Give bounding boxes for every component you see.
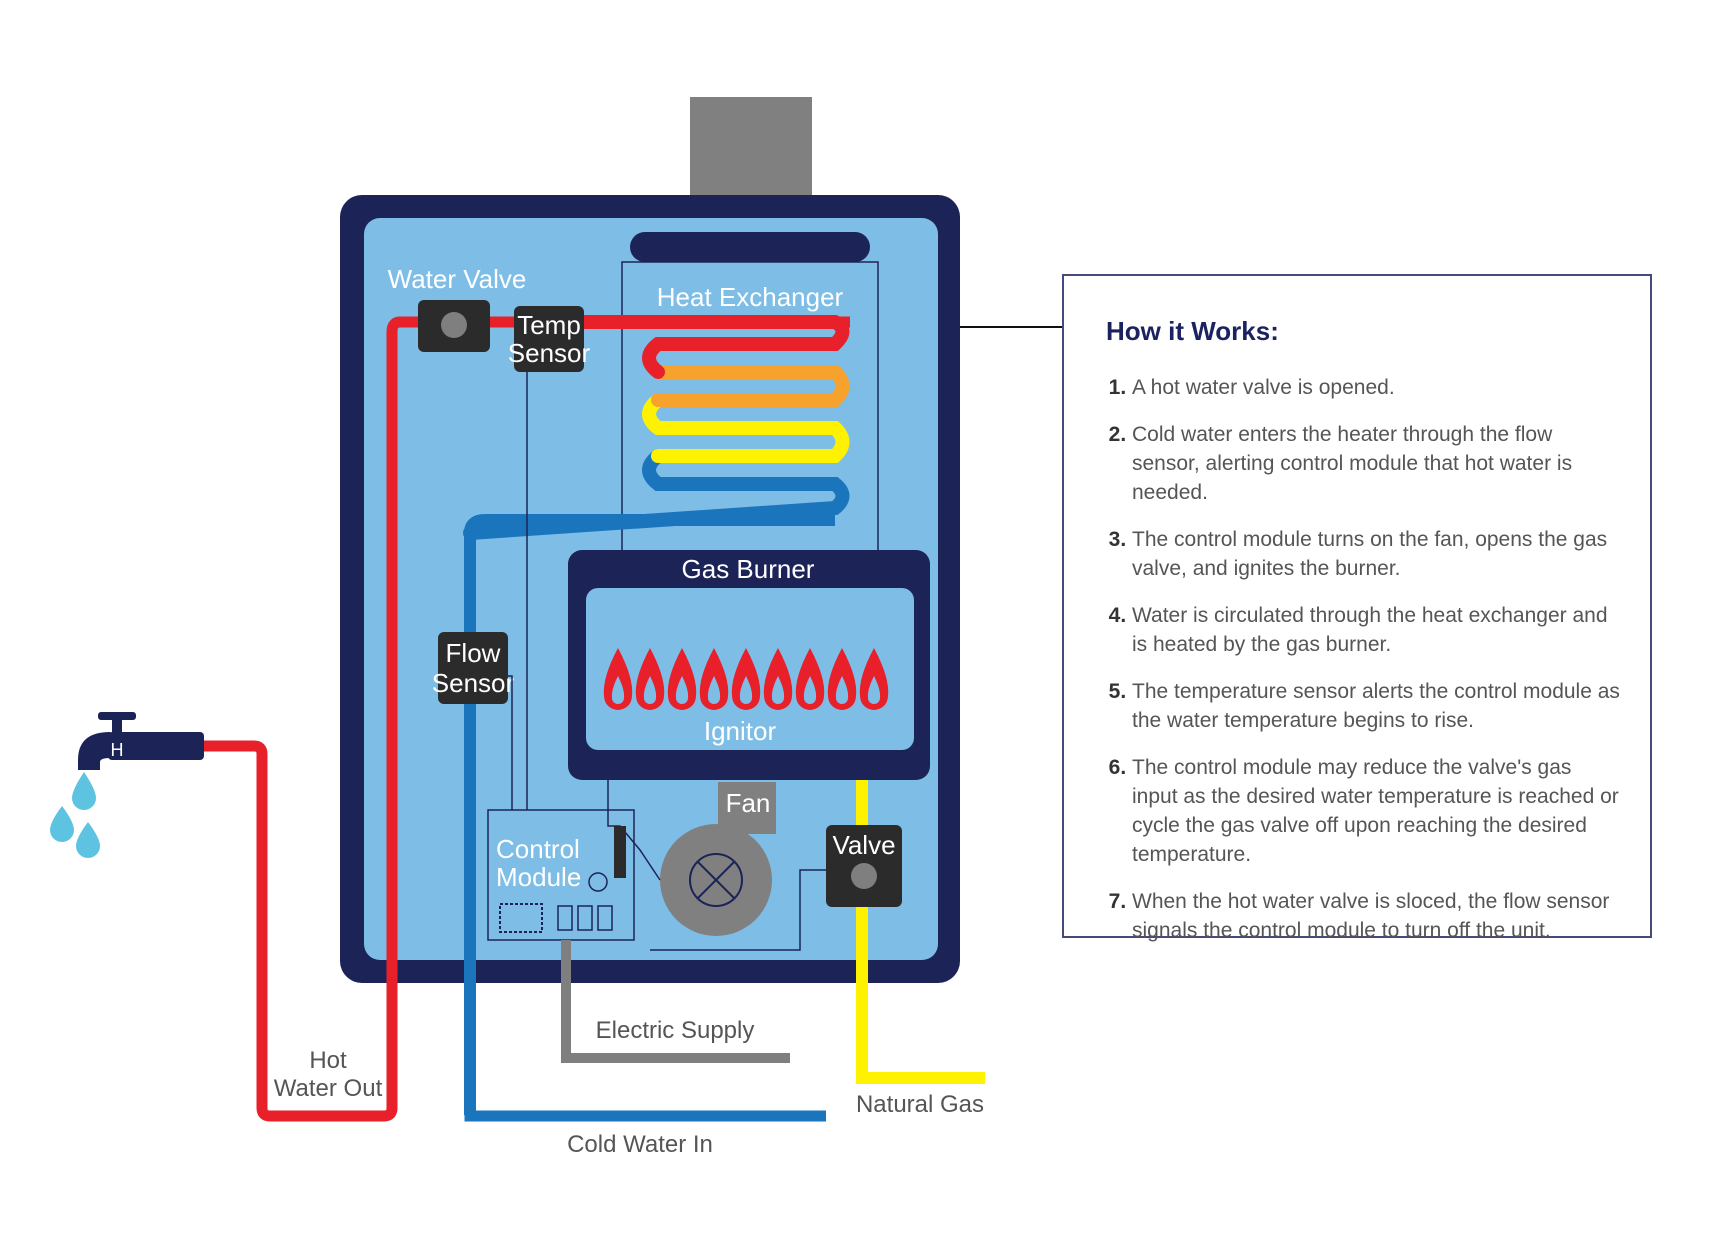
how-it-works-steps: A hot water valve is opened. Cold water … — [1106, 373, 1620, 945]
control-module-chip-icon — [499, 903, 543, 933]
control-module-indicator — [588, 872, 608, 892]
step-item: The control module turns on the fan, ope… — [1132, 525, 1620, 583]
step-item: Water is circulated through the heat exc… — [1132, 601, 1620, 659]
flow-sensor-label-line1: Flow — [446, 638, 501, 668]
natural-gas-label: Natural Gas — [856, 1091, 984, 1118]
control-module-port-1 — [557, 905, 573, 931]
step-item: Cold water enters the heater through the… — [1132, 420, 1620, 507]
flame-core-icon — [739, 676, 753, 704]
control-module-relay — [614, 826, 626, 878]
control-module-port-2 — [577, 905, 593, 931]
step-item: The control module may reduce the valve'… — [1132, 753, 1620, 869]
temp-sensor-label-line1: Temp — [517, 310, 581, 340]
faucet-icon: H — [78, 712, 204, 770]
control-module-label-line2: Module — [496, 862, 581, 892]
cold-water-in-label: Cold Water In — [567, 1131, 713, 1158]
step-item: The temperature sensor alerts the contro… — [1132, 677, 1620, 735]
ignitor-label: Ignitor — [704, 716, 777, 746]
flame-core-icon — [707, 676, 721, 704]
hot-water-out-pipe — [200, 740, 398, 1122]
gas-valve-knob-icon — [851, 863, 877, 889]
temp-sensor-label-line2: Sensor — [508, 338, 591, 368]
fan-icon — [689, 853, 743, 907]
temp-sensor — [514, 306, 584, 372]
cold-water-in-pipe — [464, 983, 826, 1122]
flow-sensor — [438, 632, 508, 704]
flame-row — [603, 648, 889, 710]
hot-water-out-label-line2: Water Out — [274, 1075, 383, 1102]
flame-core-icon — [803, 676, 817, 704]
water-valve-label: Water Valve — [388, 264, 527, 294]
how-it-works-title: How it Works: — [1106, 316, 1279, 346]
control-module-port-3 — [597, 905, 613, 931]
flame-core-icon — [867, 676, 881, 704]
gas-burner-label: Gas Burner — [682, 554, 815, 584]
step-item: A hot water valve is opened. — [1132, 373, 1620, 402]
faucet-letter: H — [111, 740, 124, 760]
flame-core-icon — [611, 676, 625, 704]
how-it-works-panel: How it Works: A hot water valve is opene… — [1062, 274, 1652, 942]
flame-core-icon — [835, 676, 849, 704]
water-valve-knob-icon — [441, 312, 467, 338]
cold-water-internal-pipe — [464, 514, 835, 1115]
fan-blade-2 — [697, 861, 735, 899]
water-drops-icon — [50, 772, 100, 858]
flow-sensor-wire — [508, 675, 513, 810]
hot-water-out-label-line1: Hot — [309, 1047, 347, 1074]
exhaust-collar — [630, 232, 870, 262]
flame-core-icon — [675, 676, 689, 704]
gas-valve-label: Valve — [832, 830, 895, 860]
step-item: When the hot water valve is sloced, the … — [1132, 887, 1620, 945]
flame-core-icon — [771, 676, 785, 704]
flow-sensor-label-line2: Sensor — [432, 668, 515, 698]
flame-core-icon — [643, 676, 657, 704]
fan-label: Fan — [726, 788, 771, 818]
electric-supply-label: Electric Supply — [596, 1017, 755, 1044]
hot-water-internal-pipe — [386, 316, 850, 1110]
control-module-label-line1: Control — [496, 834, 580, 864]
heat-exchanger-label: Heat Exchanger — [657, 282, 844, 312]
electric-supply-pipe — [561, 940, 790, 1063]
